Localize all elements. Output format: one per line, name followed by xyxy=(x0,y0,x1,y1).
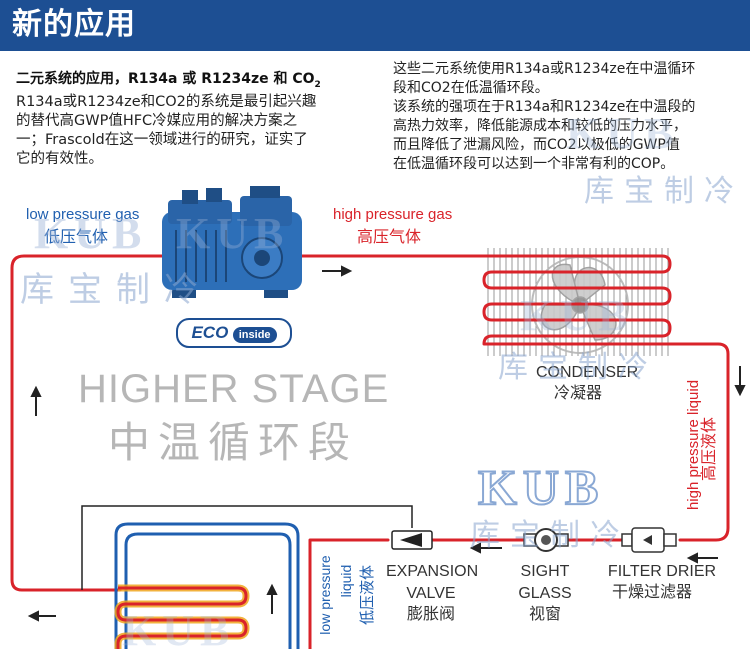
watermark-brand-cn: 库宝制冷 xyxy=(470,518,630,553)
label-low-pressure-liquid-en-1: low pressure xyxy=(317,555,333,635)
intro-right-line: 该系统的强项在于R134a和R1234ze在中温段的 xyxy=(393,99,696,115)
arrow-down-icon xyxy=(734,366,746,397)
intro-left-line: 一；Frascold在这一领域进行的研究，证实了 xyxy=(16,132,308,148)
arrow-left-icon xyxy=(469,542,502,554)
label-high-pressure-gas-en: high pressure gas xyxy=(333,206,453,223)
eco-badge-word: ECO xyxy=(191,323,229,342)
intro-right-line: 高热力效率，降低能源成本和较低的压力水平， xyxy=(393,118,687,134)
label-low-pressure-liquid-cn: 低压液体 xyxy=(359,565,376,626)
watermark-brand-cn: 库宝制冷 xyxy=(584,174,744,209)
eco-inside-badge: ECO inside xyxy=(176,318,292,348)
arrow-left-icon xyxy=(686,552,718,564)
label-expansion-en-1: EXPANSION xyxy=(386,563,479,580)
label-high-pressure-gas-cn: 高压气体 xyxy=(357,229,422,246)
label-low-pressure-gas-cn: 低压气体 xyxy=(44,229,109,246)
watermark-logo: KUB xyxy=(122,606,236,655)
label-condenser-cn: 冷凝器 xyxy=(554,385,603,402)
watermark-brand-cn: 库宝制冷 xyxy=(20,270,212,310)
watermark-logo: KUB xyxy=(477,458,605,516)
flow-arrows xyxy=(27,265,746,622)
watermark-brand-cn: 库宝制冷 xyxy=(498,350,658,385)
high-pressure-circuit xyxy=(10,254,730,649)
intro-right-line: 而且降低了泄漏风险，而CO2以极低的GWP值 xyxy=(393,137,680,153)
arrow-left-icon xyxy=(27,610,56,622)
intro-right-paragraph: 这些二元系统使用R134a或R1234ze在中温循环 段和CO2在低温循环段。 … xyxy=(393,60,695,174)
page-title: 新的应用 xyxy=(12,7,136,42)
watermark-logo: KUB xyxy=(176,209,290,258)
page-header: 新的应用 xyxy=(0,0,750,51)
label-filter-en: FILTER DRIER xyxy=(607,563,717,580)
label-high-pressure-liquid-cn: 高压液体 xyxy=(701,417,718,482)
watermark-logo: KUB xyxy=(520,291,634,340)
compressor-icon xyxy=(162,186,302,298)
label-low-pressure-gas-en: low pressure gas xyxy=(26,206,140,223)
intro-right-line: 段和CO2在低温循环段。 xyxy=(393,80,549,96)
arrow-up-icon xyxy=(30,385,42,416)
cascade-heat-exchanger xyxy=(114,522,300,649)
intro-left-paragraph: R134a或R1234ze和CO2的系统是最引起兴趣 的替代高GWP值HFC冷媒… xyxy=(16,93,316,169)
intro-left-line: 它的有效性。 xyxy=(16,151,103,167)
stage-title-cn: 中温循环段 xyxy=(108,418,359,467)
label-low-pressure-liquid-en-2: liquid xyxy=(338,564,354,598)
arrow-up-icon xyxy=(266,583,278,614)
filter-drier-icon xyxy=(621,527,677,553)
sight-glass-icon xyxy=(523,528,569,552)
arrow-right-icon xyxy=(322,265,353,277)
watermark-logo: KUB xyxy=(566,109,680,158)
watermark-logo: KUB xyxy=(34,209,148,258)
label-sight-cn: 视窗 xyxy=(528,606,561,623)
intro-right-line: 在低温循环段可以达到一个非常有利的COP。 xyxy=(393,156,675,172)
label-condenser-en: CONDENSER xyxy=(536,364,639,381)
label-expansion-cn: 膨胀阀 xyxy=(406,606,455,623)
intro-left-line: R134a或R1234ze和CO2的系统是最引起兴趣 xyxy=(16,94,317,110)
intro-subtitle-main: 二元系统的应用，R134a 或 R1234ze 和 CO xyxy=(16,71,315,87)
intro-left-line: 的替代高GWP值HFC冷媒应用的解决方案之 xyxy=(16,113,298,129)
intro-right-line: 这些二元系统使用R134a或R1234ze在中温循环 xyxy=(393,61,696,77)
label-sight-en-2: GLASS xyxy=(518,585,572,602)
expansion-sensing-line xyxy=(81,505,413,590)
label-sight-en-1: SIGHT xyxy=(520,563,570,580)
intro-subtitle: 二元系统的应用，R134a 或 R1234ze 和 CO2 xyxy=(16,70,321,94)
label-filter-cn: 干燥过滤器 xyxy=(611,584,692,601)
eco-badge-inside: inside xyxy=(232,327,277,343)
expansion-valve-icon xyxy=(391,530,433,550)
stage-title-en: HIGHER STAGE xyxy=(78,367,390,411)
intro-subtitle-sub: 2 xyxy=(314,79,321,90)
label-expansion-en-2: VALVE xyxy=(406,585,456,602)
